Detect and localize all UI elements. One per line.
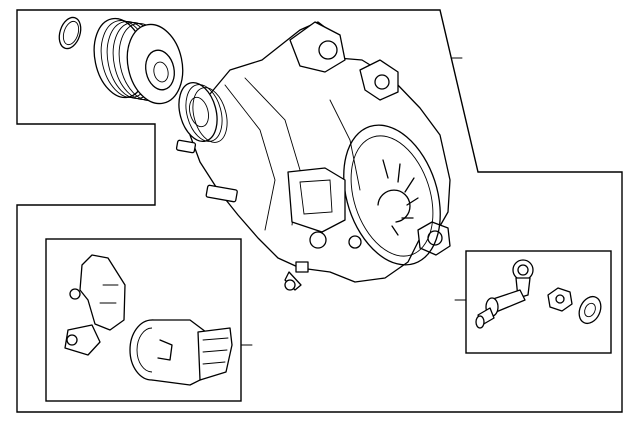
terminal-stud-icon [475, 259, 534, 329]
washer-icon [578, 295, 602, 325]
terminal-kit-frame [465, 250, 612, 354]
alternator-icon [175, 21, 451, 291]
nut-icon [547, 287, 573, 312]
regulator-icon [64, 254, 233, 386]
main-frame [16, 9, 623, 413]
pulley-icon [93, 17, 184, 105]
regulator-kit-frame [45, 238, 242, 402]
o-ring-icon [58, 16, 82, 50]
